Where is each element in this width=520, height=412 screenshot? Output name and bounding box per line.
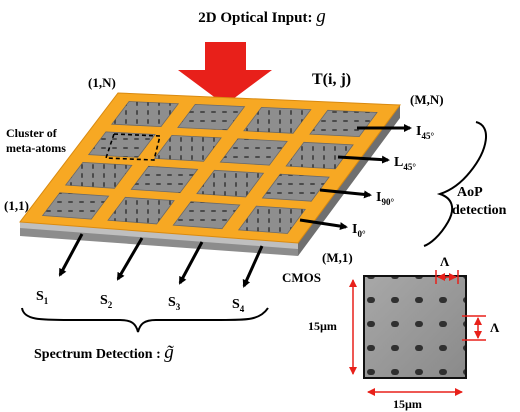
cmos-substrate-side: [298, 105, 400, 256]
bottom-arrow-1: [58, 233, 84, 277]
period-label-horizontal: Λ: [440, 254, 450, 269]
meta-atom-pattern: [111, 101, 179, 127]
cmos-label: CMOS: [282, 270, 321, 285]
metasurface-board: [19, 92, 401, 244]
output-arrow-4: [299, 218, 348, 231]
meta-atom-pattern: [196, 170, 264, 197]
meta-atom-pattern: [42, 192, 109, 220]
output-arrow-3: [319, 188, 372, 199]
meta-atom-pattern: [65, 162, 132, 189]
title: 2D Optical Input: g: [198, 6, 325, 27]
output-label-1: I45°: [416, 124, 434, 141]
output-label-4: I0°: [352, 222, 366, 239]
spectrum-label-4: S4: [232, 297, 245, 314]
spectrum-label-2: S2: [100, 293, 113, 310]
input-arrow: [178, 42, 272, 105]
corner-label-bottom-left: (1,1): [4, 198, 29, 213]
meta-atom-pattern: [154, 135, 222, 162]
spectrum-label-3: S3: [168, 295, 181, 312]
meta-atom-pattern: [243, 107, 311, 134]
meta-atom-pattern: [238, 206, 306, 234]
output-label-3: I90°: [376, 190, 394, 207]
aop-brace: [423, 121, 488, 247]
bottom-arrow-3: [178, 241, 204, 285]
meta-atom-pattern: [131, 166, 198, 193]
corner-label-top-right: (M,N): [410, 92, 444, 107]
spectrum-detection-label: Spectrum Detection : g̃: [34, 342, 174, 363]
right-outputs: I45° L45° I90° I0°: [299, 124, 434, 239]
output-arrow-2: [337, 155, 390, 164]
meta-atom-pattern: [177, 104, 245, 130]
spectrum-label-1: S1: [36, 289, 49, 306]
bottom-arrow-2: [116, 237, 144, 281]
meta-atom-pattern: [286, 142, 354, 169]
transmission-label: T(i, j): [312, 71, 351, 88]
corner-label-top-left: (1,N): [88, 75, 116, 90]
bottom-outputs: S1 S2 S3 S4: [36, 233, 264, 314]
height-dimension-label: 15µm: [308, 319, 337, 333]
output-label-2: L45°: [394, 155, 416, 172]
sem-inset: Λ Λ 15µm 15µm: [308, 254, 500, 411]
corner-label-bottom-right: (M,1): [322, 250, 353, 265]
meta-atom-tiles: [41, 101, 378, 234]
meta-atom-pattern: [173, 201, 240, 229]
meta-atom-pattern: [108, 197, 175, 224]
meta-atom-pattern: [262, 174, 330, 202]
meta-atom-pattern: [310, 110, 377, 137]
period-label-vertical: Λ: [490, 320, 500, 335]
bottom-arrow-4: [242, 245, 264, 288]
meta-atom-pattern: [220, 138, 288, 166]
spectrum-brace: [21, 307, 269, 333]
cmos-substrate-top: [20, 222, 298, 249]
width-dimension-label: 15µm: [393, 397, 422, 411]
cluster-highlight-box: [104, 133, 162, 161]
aop-label: AoP detection: [452, 185, 507, 218]
meta-atom-pattern: [88, 131, 156, 158]
cluster-label: Cluster of meta-atoms: [6, 126, 66, 155]
